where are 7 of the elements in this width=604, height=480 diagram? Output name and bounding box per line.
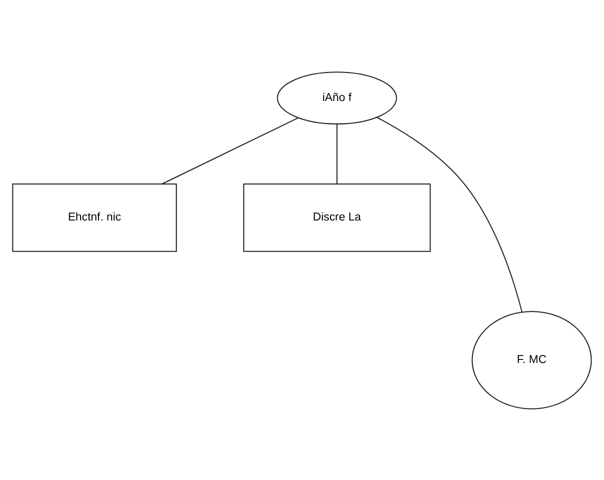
node-ellipse: F. MC <box>472 310 592 409</box>
connector <box>376 116 522 312</box>
connector <box>162 116 298 184</box>
node-box: Discre La <box>243 183 431 252</box>
node-ellipse: iAño f <box>276 71 398 124</box>
node-box: Ehctnf. nic <box>12 183 177 252</box>
connector <box>336 124 338 184</box>
